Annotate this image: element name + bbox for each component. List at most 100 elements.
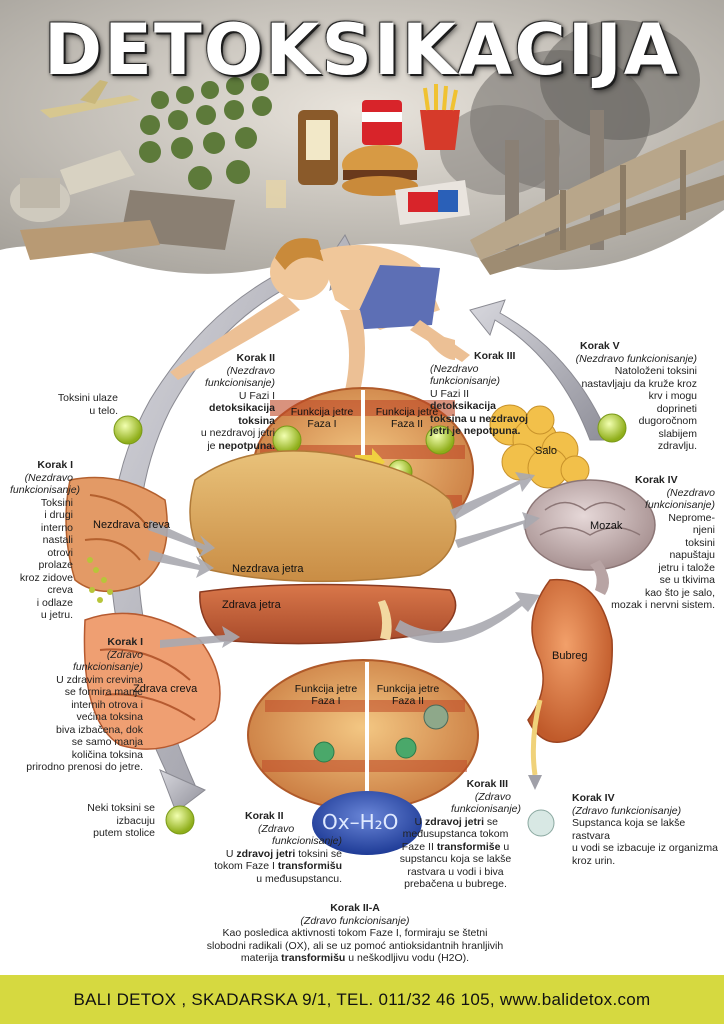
unhealthy-intestine: [65, 476, 168, 603]
text-line: U zdravoj jetri toksini se: [190, 848, 342, 861]
text-line: Toksini: [40, 496, 73, 509]
step-status: (Nezdravo: [10, 472, 73, 485]
text-line: interno: [40, 521, 73, 534]
bold-text: toksina u nezdravoj: [430, 412, 529, 425]
step-status: (Zdravo: [368, 791, 543, 804]
step-status: (Nezdravo: [165, 365, 275, 378]
step3-healthy-text: Korak III (Zdravo funkcionisanje) U zdra…: [368, 778, 543, 891]
text-line: creva: [47, 584, 73, 596]
status-line: (Zdravo funkcionisanje): [572, 804, 682, 817]
text-line: Kao posledica aktivnosti tokom Faze I, f…: [222, 927, 488, 939]
bold-text: detoksikacija: [430, 400, 496, 412]
text-line: zdravlju.: [657, 440, 697, 452]
step5-unhealthy-text: Korak V (Nezdravo funkcionisanje) Natolo…: [560, 340, 697, 453]
text-line: Natoloženi toksini: [614, 365, 697, 377]
bold-text: nepotpuna.: [218, 439, 275, 452]
step-title: Korak IV: [585, 474, 715, 487]
text-line: U zdravoj jetri se: [368, 816, 543, 829]
text-line: se u tkivima: [659, 574, 715, 586]
plain-text: U: [225, 847, 237, 860]
step-title-text: Korak I: [107, 636, 143, 648]
text-line: jetru i talože: [658, 561, 715, 574]
text-line: slobodni radikali (OX), ali se uz pomoć …: [206, 939, 504, 952]
ox-h2o-label: Ox–H₂O: [322, 810, 399, 834]
plain-text: toksini se: [295, 847, 342, 860]
text-line: Neki toksini se: [87, 802, 155, 814]
text-line: u međusupstancu.: [256, 872, 342, 885]
step-title: Korak IV: [572, 792, 722, 805]
label-unhealthy-intestine: Nezdrava creva: [93, 519, 171, 531]
text-line: Supstanca koja se lakše rastvara: [572, 817, 686, 842]
text-line: U Fazi I: [238, 389, 275, 402]
text-line: se samo manja: [71, 736, 143, 748]
text-line: u vodi se izbacuje iz organizma: [572, 842, 718, 854]
status-line: funkcionisanje): [271, 835, 342, 847]
step-title-text: Korak II: [245, 810, 284, 822]
text-line: toksina: [165, 415, 275, 428]
person-figure: [170, 238, 470, 392]
plain-text: u neškodljivu vodu (H2O).: [345, 952, 470, 964]
step-status: (Nezdravo: [585, 487, 715, 500]
text-line: napuštaju: [669, 549, 715, 561]
text-line: slabijem: [658, 427, 697, 440]
step-status: funkcionisanje): [585, 499, 715, 512]
step-status: (Zdravo: [190, 823, 342, 836]
text-line: i drugi: [44, 509, 73, 521]
plain-text: Faze II: [401, 840, 437, 853]
kidney-organ: [527, 578, 613, 790]
step-title: Korak V: [560, 340, 697, 353]
status-line: funkcionisanje): [450, 803, 521, 815]
step-title-text: Korak III: [466, 778, 508, 790]
step1-healthy-text: Korak I (Zdravo funkcionisanje) U zdravi…: [0, 636, 143, 774]
plain-text: je: [207, 439, 219, 452]
bold-text: zdravoj jetri: [425, 815, 484, 828]
step-status: funkcionisanje): [0, 661, 143, 674]
healthy-intestine: [83, 612, 221, 750]
step-status: (Nezdravo funkcionisanje): [560, 353, 697, 366]
bold-text: transformiše: [436, 840, 501, 853]
phase-label-unhealthy-1: Funkcija jetre Faza I: [282, 406, 362, 430]
healthy-liver-cell: [247, 659, 479, 855]
text-line: detoksikacija: [165, 402, 275, 415]
text-line: prirodno prenosi do jetre.: [26, 761, 143, 773]
step3-unhealthy-text: Korak III (Nezdravo funkcionisanje) U Fa…: [430, 350, 565, 438]
footer-contact: BALI DETOX , SKADARSKA 9/1, TEL. 011/32 …: [73, 990, 651, 1009]
text-line: kroz zidove: [19, 571, 73, 584]
text-line: Faze II transformiše u: [368, 841, 543, 854]
status-line: (Nezdravo: [24, 471, 73, 484]
phase-label-healthy-2: Funkcija jetre Faza II: [368, 683, 448, 707]
step-title-text: Korak II-A: [330, 902, 380, 914]
step-title: Korak III: [430, 350, 565, 363]
text-line: krv i mogu: [648, 390, 697, 402]
step-title-text: Korak II: [236, 352, 275, 364]
step-status: funkcionisanje): [430, 375, 565, 388]
text-line: Neprome-: [668, 511, 715, 524]
text-line: količina toksina: [71, 748, 143, 761]
text-line: i odlaze: [36, 596, 73, 609]
text-line: toksina u nezdravoj: [430, 413, 565, 426]
phase-line: Funkcija jetre: [294, 683, 358, 695]
step-title: Korak II-A: [185, 902, 525, 915]
footer-bar: [0, 975, 724, 1024]
phase-line: Faza I: [311, 695, 341, 707]
some-toxins-excreted-text: Neki toksini se izbacuju putem stolice: [70, 802, 155, 840]
phase-line: Faza I: [307, 418, 337, 430]
step-status: funkcionisanje): [368, 803, 543, 816]
text-line: putem stolice: [93, 827, 155, 839]
text-line: supstancu koja se lakše: [399, 853, 512, 865]
status-line: (Zdravo funkcionisanje): [300, 914, 410, 927]
label-healthy-liver: Zdrava jetra: [222, 599, 281, 611]
text-line: nastali: [42, 534, 73, 546]
text-line: detoksikacija: [430, 400, 565, 413]
label-healthy-intestine: Zdrava creva: [133, 683, 198, 695]
step-title-text: Korak IV: [635, 474, 678, 486]
step-status: funkcionisanje): [190, 835, 342, 848]
label-kidney: Bubreg: [552, 650, 588, 662]
step-status: (Zdravo: [0, 649, 143, 662]
step-status: (Zdravo funkcionisanje): [185, 915, 525, 928]
plain-text: u: [500, 840, 510, 853]
text-line: Toksini ulaze: [57, 392, 118, 404]
status-line: (Zdravo: [106, 648, 143, 661]
bold-text: transformišu: [277, 860, 342, 872]
